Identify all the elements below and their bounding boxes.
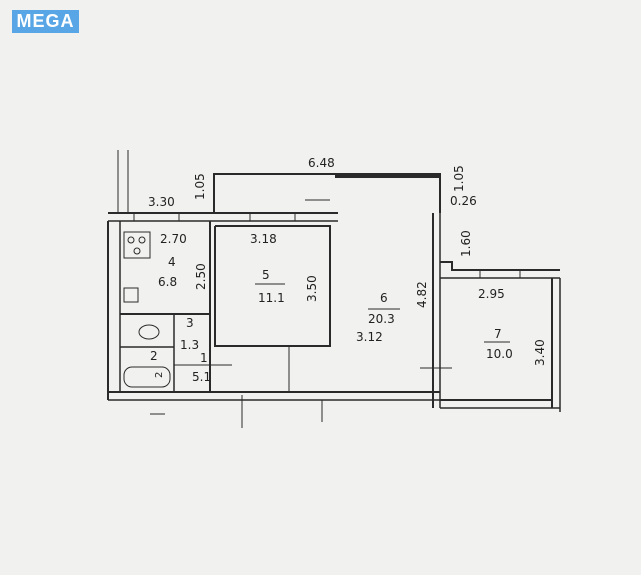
top-left-depth-label: 1.05 <box>193 173 207 200</box>
plan-walls <box>107 150 561 428</box>
right-step-label: 1.60 <box>459 230 473 257</box>
top-right-offset-label: 0.26 <box>450 194 477 208</box>
room-4-number: 4 <box>168 255 176 269</box>
room-1-area: 5.1 <box>192 370 211 384</box>
room-4-area: 6.8 <box>158 275 177 289</box>
room-5-depth: 3.50 <box>305 275 319 302</box>
room-6-area: 20.3 <box>368 312 395 326</box>
room-4-width: 2.70 <box>160 232 187 246</box>
room-2-number: 2 <box>150 349 158 363</box>
room-5-area: 11.1 <box>258 291 285 305</box>
room-7-number: 7 <box>494 327 502 341</box>
mega-logo: MEGA <box>12 10 79 33</box>
top-right-depth-label: 1.05 <box>452 165 466 192</box>
room-4-depth: 2.50 <box>194 263 208 290</box>
room-7-width: 2.95 <box>478 287 505 301</box>
room-1-number: 1 <box>200 351 208 365</box>
room-6-depth: 4.82 <box>415 281 429 308</box>
room-2-area: 2 <box>154 372 165 378</box>
room-3-number: 3 <box>186 316 194 330</box>
room-7-area: 10.0 <box>486 347 513 361</box>
top-left-width-label: 3.30 <box>148 195 175 209</box>
room-7-depth: 3.40 <box>533 339 547 366</box>
room-6-width: 3.12 <box>356 330 383 344</box>
room-6-number: 6 <box>380 291 388 305</box>
overall-width-label: 6.48 <box>308 156 335 170</box>
room-5-width: 3.18 <box>250 232 277 246</box>
room-1-dim: 1.3 <box>180 338 199 352</box>
room-5-number: 5 <box>262 268 270 282</box>
